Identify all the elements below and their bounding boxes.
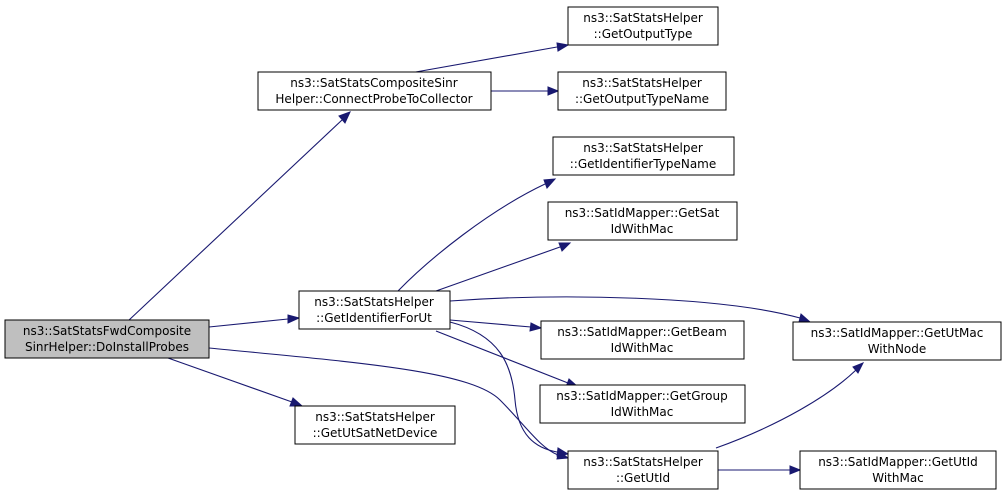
node-get-ut-sat-net-device[interactable]: ns3::SatStatsHelper ::GetUtSatNetDevice [294,405,456,445]
edge-arrowhead [529,322,543,332]
edge-arrowhead [543,178,557,189]
edge-doinstall-to-getutid [208,347,559,456]
node-get-ut-id[interactable]: ns3::SatStatsHelper ::GetUtId [567,450,719,490]
edge-doinstall-to-getidentifierforut [208,318,289,328]
edges [127,42,865,475]
edge-identifierforut-to-getgroupidwithmac [435,330,569,384]
edge-arrowhead [338,111,351,124]
node-label-line2: IdWithMac [611,341,674,355]
edge-arrowhead [556,42,570,52]
node-label-line2: ::GetUtId [616,471,670,485]
node-label-line1: ns3::SatStatsHelper [583,455,703,469]
node-label-line2: IdWithMac [611,405,674,419]
node-label-line1: ns3::SatStatsHelper [582,76,702,90]
edge-identifierforut-to-getbeamidwithmac [449,319,532,328]
node-label-line1: ns3::SatIdMapper::GetSat [565,206,720,220]
edge-doinstall-to-connectprobe [127,119,343,322]
edge-identifierforut-to-getutmacwithnode [449,296,801,319]
node-get-ut-mac-with-node[interactable]: ns3::SatIdMapper::GetUtMac WithNode [792,321,1002,361]
node-label-line1: ns3::SatStatsCompositeSinr [290,76,457,90]
nodes: ns3::SatStatsFwdComposite SinrHelper::Do… [4,6,1002,490]
edge-arrowhead [798,313,812,323]
edge-arrowhead [558,242,572,252]
node-label-line1: ns3::SatIdMapper::GetBeam [557,325,727,339]
node-label-line2: ::GetOutputType [594,27,693,41]
node-label-line2: ::GetUtSatNetDevice [313,426,438,440]
node-label-line2: SinrHelper::DoInstallProbes [25,340,189,354]
edge-getutid-to-getutmacwithnode [715,369,857,449]
node-label-line2: ::GetOutputTypeName [575,92,709,106]
node-label-line1: ns3::SatIdMapper::GetUtMac [811,326,984,340]
node-label-line1: ns3::SatIdMapper::GetGroup [556,389,727,403]
node-label-line1: ns3::SatStatsHelper [583,11,703,25]
node-label-line2: IdWithMac [611,222,674,236]
node-get-identifier-for-ut[interactable]: ns3::SatStatsHelper ::GetIdentifierForUt [298,290,451,330]
edge-doinstall-to-getutsatnetdevice [167,357,293,403]
node-label-line2: ::GetIdentifierForUt [316,311,432,325]
node-label-line1: ns3::SatStatsHelper [583,141,703,155]
edge-identifierforut-to-getutid [449,321,558,453]
edge-connectprobe-to-getoutputtype [409,46,558,74]
node-do-install-probes[interactable]: ns3::SatStatsFwdComposite SinrHelper::Do… [4,319,210,359]
node-get-output-type-name[interactable]: ns3::SatStatsHelper ::GetOutputTypeName [557,71,727,111]
edge-arrowhead [789,465,802,475]
node-label-line2: WithMac [872,471,924,485]
node-label-line2: WithNode [868,342,927,356]
node-get-beam-id-with-mac[interactable]: ns3::SatIdMapper::GetBeam IdWithMac [540,320,745,360]
edge-arrowhead [287,314,301,324]
node-get-output-type[interactable]: ns3::SatStatsHelper ::GetOutputType [567,6,719,46]
node-label-line1: ns3::SatIdMapper::GetUtId [818,455,978,469]
edge-identifierforut-to-identifiertypename [397,183,546,292]
edge-arrowhead [547,86,560,96]
node-label-line1: ns3::SatStatsHelper [314,295,434,309]
edge-identifierforut-to-getsatidwithmac [435,246,561,292]
node-label-line1: ns3::SatStatsFwdComposite [23,324,191,338]
edge-arrowhead [556,447,570,457]
node-get-identifier-type-name[interactable]: ns3::SatStatsHelper ::GetIdentifierTypeN… [552,136,735,176]
node-connect-probe-to-collector[interactable]: ns3::SatStatsCompositeSinr Helper::Conne… [257,71,492,111]
node-label-line2: Helper::ConnectProbeToCollector [275,92,472,106]
node-get-sat-id-with-mac[interactable]: ns3::SatIdMapper::GetSat IdWithMac [547,201,738,241]
edge-arrowhead [852,362,865,374]
node-label-line2: ::GetIdentifierTypeName [570,157,717,171]
node-label-line1: ns3::SatStatsHelper [315,410,435,424]
node-get-group-id-with-mac[interactable]: ns3::SatIdMapper::GetGroup IdWithMac [539,384,746,424]
edge-arrowhead [289,397,304,407]
node-get-ut-id-with-mac[interactable]: ns3::SatIdMapper::GetUtId WithMac [799,450,997,490]
